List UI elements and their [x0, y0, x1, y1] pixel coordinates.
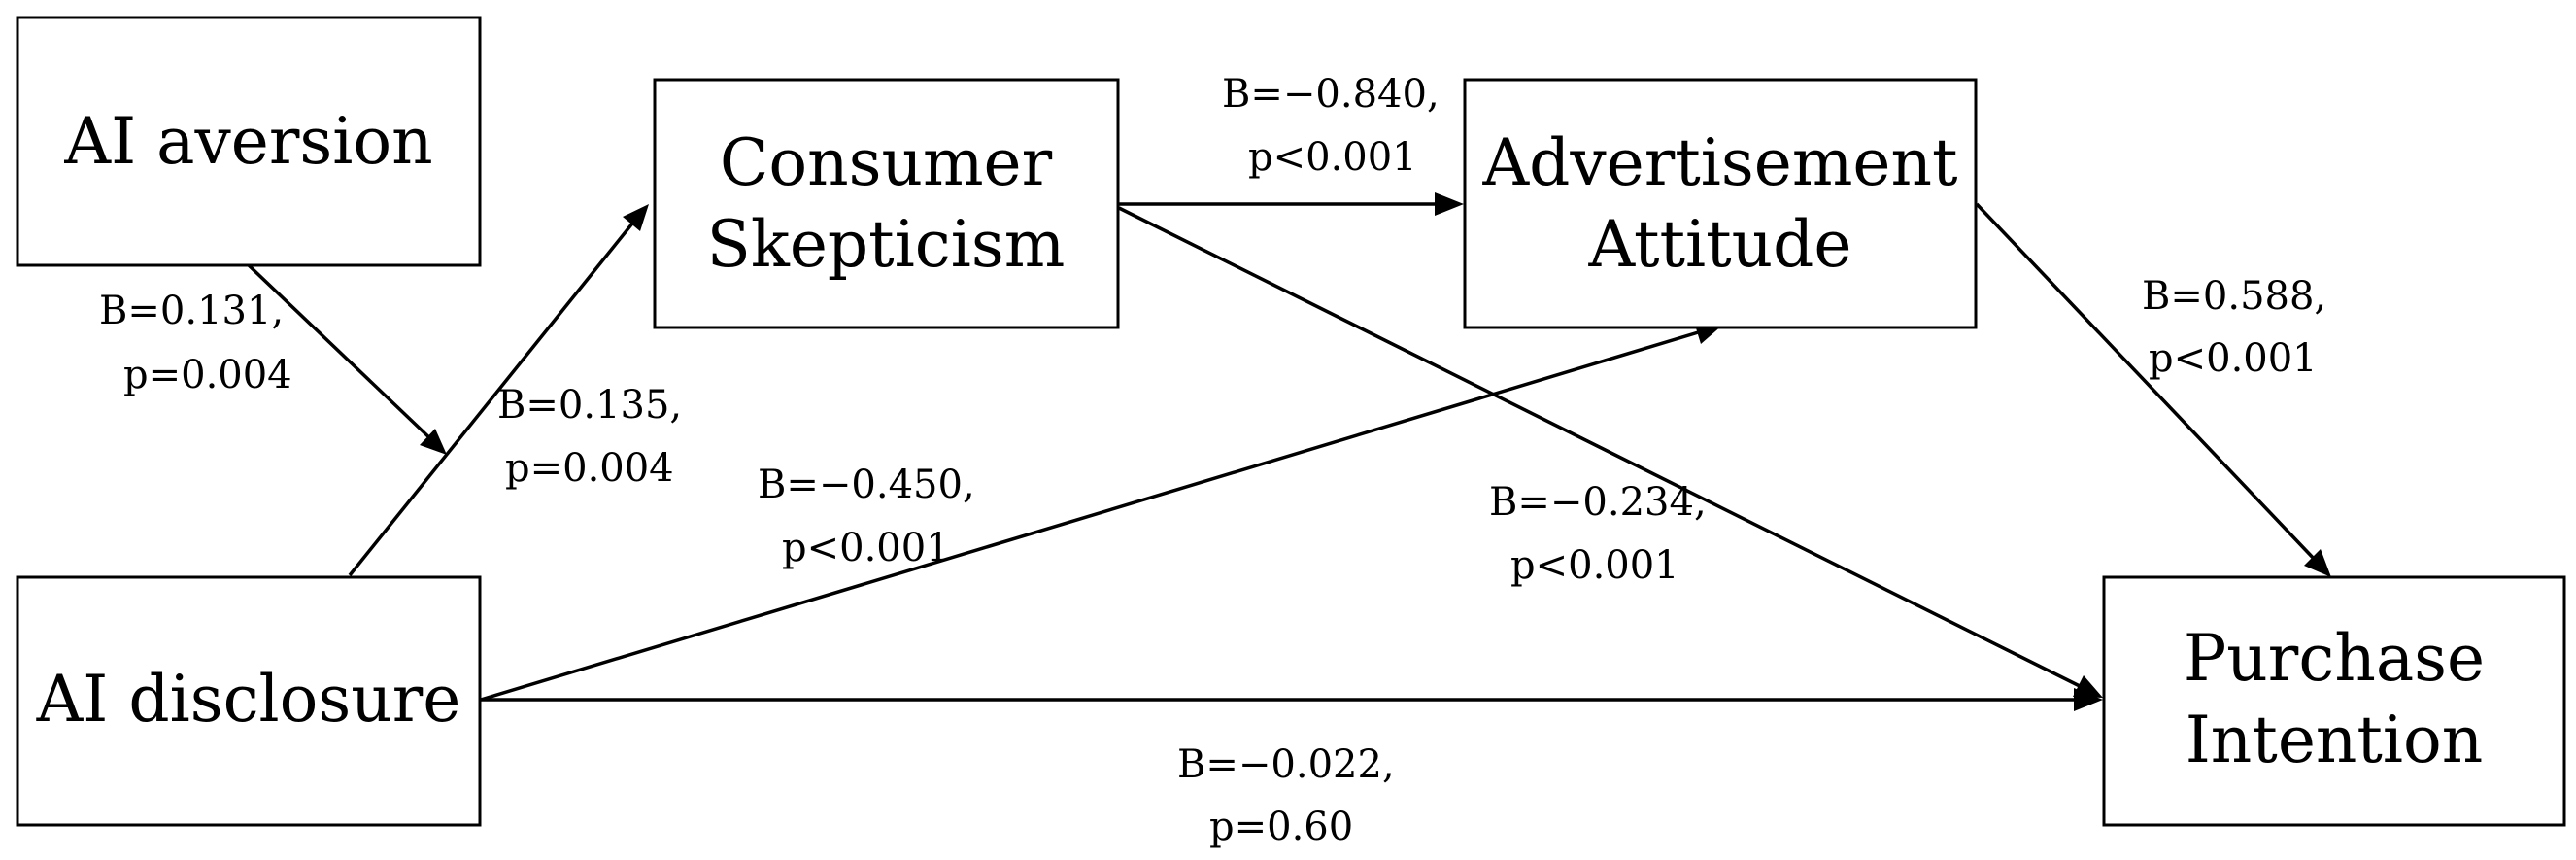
node-consumer-skepticism-label-line1: Consumer [720, 125, 1053, 200]
node-ai-disclosure-label: AI disclosure [36, 662, 461, 737]
label-disclosure-to-purchase-p: p=0.60 [1209, 805, 1353, 849]
edge-aversion-moderation [246, 262, 447, 455]
edge-attitude-to-purchase-line [1975, 202, 2319, 564]
label-attitude-to-purchase: B=0.588, p<0.001 [2142, 274, 2326, 381]
node-ai-aversion: AI aversion [16, 16, 482, 267]
label-disclosure-to-purchase-b: B=−0.022, [1177, 742, 1395, 787]
label-disclosure-to-attitude-b: B=−0.450, [758, 463, 975, 507]
node-purchase-intention: Purchase Intention [2102, 575, 2566, 827]
label-disclosure-to-attitude-p: p<0.001 [782, 526, 951, 570]
label-aversion-moderation-p: p=0.004 [123, 353, 292, 397]
edge-skepticism-to-attitude [1119, 192, 1464, 216]
node-advertisement-attitude: Advertisement Attitude [1463, 78, 1978, 329]
label-disclosure-to-purchase: B=−0.022, p=0.60 [1177, 742, 1395, 849]
edge-attitude-to-purchase [1975, 202, 2331, 577]
label-skepticism-to-purchase: B=−0.234, p<0.001 [1489, 480, 1707, 588]
label-attitude-to-purchase-p: p<0.001 [2149, 336, 2318, 381]
label-aversion-moderation-b: B=0.131, [99, 289, 284, 333]
edge-skepticism-to-purchase-line [1118, 206, 2085, 690]
edge-disclosure-to-skepticism [348, 204, 649, 577]
edge-skepticism-to-attitude-arrowhead [1435, 192, 1464, 216]
node-ai-aversion-label: AI aversion [63, 104, 432, 179]
node-advertisement-attitude-label-line2: Attitude [1588, 207, 1852, 282]
edge-disclosure-to-purchase-arrowhead [2074, 688, 2103, 711]
node-consumer-skepticism-label-line2: Skepticism [707, 207, 1066, 282]
node-purchase-intention-label-line2: Intention [2186, 703, 2484, 777]
label-skepticism-to-attitude-b: B=−0.840, [1222, 72, 1440, 117]
label-skepticism-to-attitude: B=−0.840, p<0.001 [1222, 72, 1440, 180]
edge-disclosure-to-skepticism-line [348, 217, 638, 577]
edge-aversion-moderation-arrowhead [420, 429, 447, 455]
node-advertisement-attitude-label-line1: Advertisement [1481, 125, 1957, 200]
node-purchase-intention-label-line1: Purchase [2184, 621, 2485, 696]
label-attitude-to-purchase-b: B=0.588, [2142, 274, 2326, 319]
edge-disclosure-to-purchase [481, 688, 2103, 711]
label-disclosure-to-skepticism-b: B=0.135, [497, 383, 682, 428]
node-consumer-skepticism: Consumer Skepticism [653, 78, 1120, 329]
edge-attitude-to-purchase-arrowhead [2304, 549, 2331, 577]
label-skepticism-to-purchase-b: B=−0.234, [1489, 480, 1707, 525]
label-skepticism-to-purchase-p: p<0.001 [1510, 543, 1679, 588]
edge-disclosure-to-skepticism-arrowhead [623, 204, 649, 231]
edge-aversion-moderation-line [246, 262, 437, 445]
label-disclosure-to-skepticism: B=0.135, p=0.004 [497, 383, 682, 491]
node-ai-disclosure: AI disclosure [16, 575, 482, 827]
label-disclosure-to-attitude: B=−0.450, p<0.001 [758, 463, 975, 570]
label-skepticism-to-attitude-p: p<0.001 [1248, 135, 1417, 180]
label-aversion-moderation: B=0.131, p=0.004 [99, 289, 292, 397]
label-disclosure-to-skepticism-p: p=0.004 [505, 446, 674, 491]
edge-disclosure-to-attitude-line [480, 328, 1706, 702]
